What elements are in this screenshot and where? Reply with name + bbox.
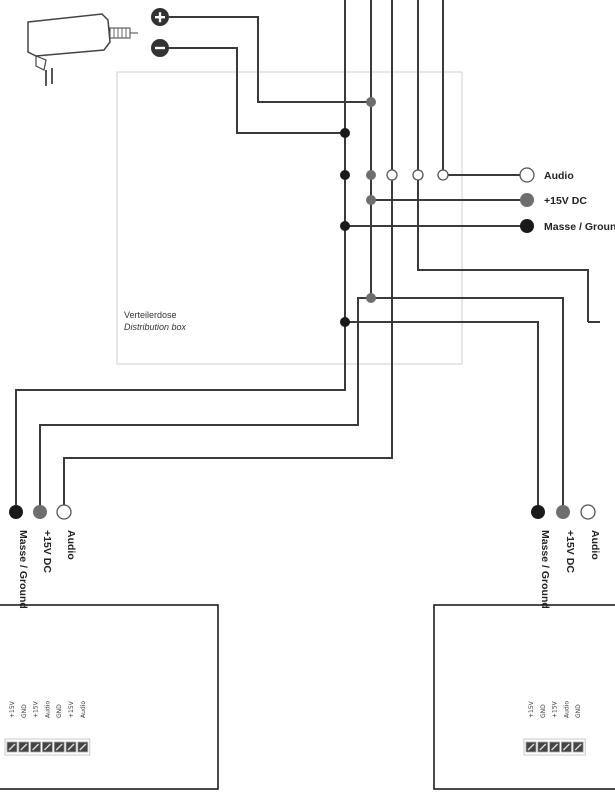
node-dc xyxy=(366,293,376,303)
screw-slot xyxy=(20,743,28,751)
legend-dc-label: +15V DC xyxy=(544,195,587,207)
terminal-label: GND xyxy=(56,704,63,718)
terminal-label: GND xyxy=(540,704,547,718)
legend-audio-label: Audio xyxy=(544,170,574,182)
distribution-box-outline xyxy=(116,71,463,365)
right-device-panel xyxy=(433,604,615,790)
right-device-connector: Masse / Ground +15V DC Audio xyxy=(531,504,601,609)
screw-slot xyxy=(527,743,535,751)
terminal-label: +15V xyxy=(68,700,75,718)
terminal-label: Audio xyxy=(44,701,51,718)
node-dc xyxy=(366,97,376,107)
node-ground xyxy=(340,128,350,138)
screw-slot xyxy=(574,743,582,751)
left-device-panel xyxy=(0,604,219,790)
bus-nodes xyxy=(340,97,449,327)
node-audio xyxy=(437,169,449,181)
terminal-label: GND xyxy=(575,704,582,718)
left-terminal-block: +15V GND +15V Audio GND +15V Audio xyxy=(4,700,91,756)
screw-slot xyxy=(55,743,63,751)
node-ground xyxy=(340,317,350,327)
node-audio xyxy=(412,169,424,181)
terminal-label: Audio xyxy=(80,701,87,718)
right-output-legend: Audio +15V DC Masse / Ground xyxy=(519,167,615,233)
right-ground-dot xyxy=(531,505,545,519)
left-dc-label: +15V DC xyxy=(41,530,53,573)
right-audio-dot xyxy=(580,504,596,520)
terminal-strip xyxy=(4,738,91,756)
left-dc-dot xyxy=(33,505,47,519)
screw-slot xyxy=(43,743,51,751)
right-ground-label: Masse / Ground xyxy=(539,530,551,609)
screw-slot xyxy=(67,743,75,751)
left-device-connector: Masse / Ground +15V DC Audio xyxy=(9,504,77,609)
node-audio xyxy=(386,169,398,181)
legend-dc-dot xyxy=(520,193,534,207)
screw-slot xyxy=(32,743,40,751)
terminal-label: +15V xyxy=(552,700,559,718)
right-dc-dot xyxy=(556,505,570,519)
minus-terminal-icon xyxy=(151,39,169,57)
legend-ground-dot xyxy=(520,219,534,233)
left-audio-dot xyxy=(56,504,72,520)
terminal-label: +15V xyxy=(33,700,40,718)
terminal-strip xyxy=(523,738,586,756)
right-audio-label: Audio xyxy=(589,530,601,560)
legend-audio-dot xyxy=(519,167,535,183)
terminal-label: +15V xyxy=(9,700,16,718)
screw-slot xyxy=(562,743,570,751)
left-ground-dot xyxy=(9,505,23,519)
left-ground-label: Masse / Ground xyxy=(17,530,29,609)
node-dc xyxy=(366,195,376,205)
distribution-box-label-en: Distribution box xyxy=(124,322,187,332)
screw-slot xyxy=(79,743,87,751)
node-dc xyxy=(366,170,376,180)
node-ground xyxy=(340,221,350,231)
wires xyxy=(15,0,600,510)
terminal-label: Audio xyxy=(563,701,570,718)
legend-ground-label: Masse / Ground xyxy=(544,221,615,233)
distribution-box-label-de: Verteilerdose xyxy=(124,310,177,320)
power-adapter-icon xyxy=(27,13,138,86)
plus-terminal-icon xyxy=(151,8,169,26)
screw-slot xyxy=(551,743,559,751)
screw-slot xyxy=(8,743,16,751)
terminal-label: +15V xyxy=(528,700,535,718)
terminal-label: GND xyxy=(21,704,28,718)
node-ground xyxy=(340,170,350,180)
screw-slot xyxy=(539,743,547,751)
right-terminal-block: +15V GND +15V Audio GND xyxy=(523,700,586,756)
left-audio-label: Audio xyxy=(65,530,77,560)
right-dc-label: +15V DC xyxy=(564,530,576,573)
